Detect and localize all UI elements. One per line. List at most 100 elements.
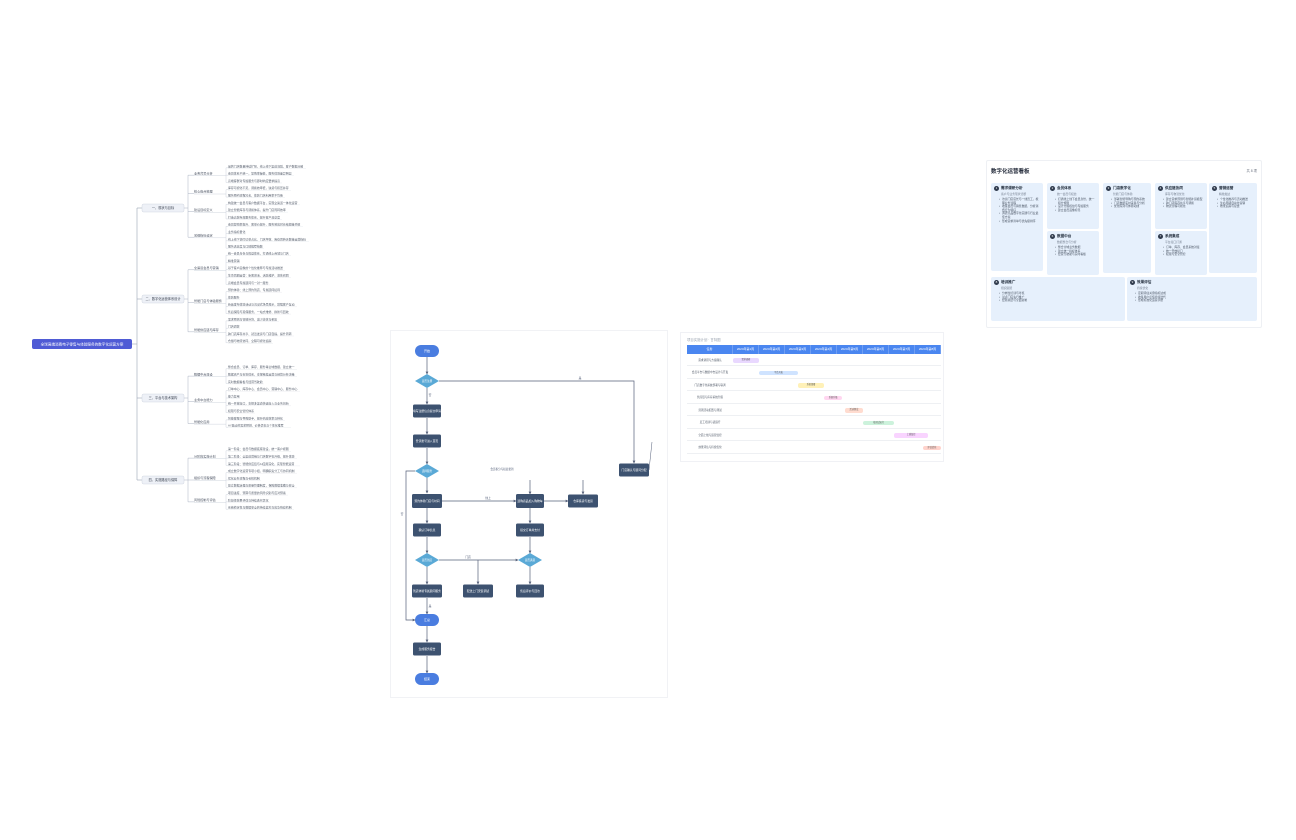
flow-end[interactable] <box>415 673 439 685</box>
flow-join-label: 汇总 <box>424 617 430 622</box>
gantt-row[interactable]: 员工培训与试运行 培训试运行 <box>687 418 941 429</box>
mindmap-branch-label: 四、实施路径与保障 <box>149 477 178 482</box>
gantt-task-label: 员工培训与试运行 <box>699 421 721 424</box>
gantt-bar[interactable]: 平台开发 <box>759 370 798 375</box>
kanban-card-item: 收集会员与销售数据，分析消费行为特征 <box>999 204 1040 212</box>
gantt-bar[interactable]: 需求调研 <box>733 358 759 363</box>
flow-decision-visit[interactable] <box>415 553 439 567</box>
mindmap-leaf: 数据资产与标签体系，支撑精准运营与经营分析决策 <box>228 372 295 377</box>
kanban-card-item: 经验总结与全面复制 <box>999 299 1122 303</box>
kanban-card-title: 供应链协同 <box>1165 186 1183 190</box>
flow-report-node-label: 生成服务报告 <box>419 647 436 651</box>
kanban-card[interactable]: 7 系统集成 平台接口打通 订单、库存、会员系统对接统一开放接口权限与安全管控 <box>1155 231 1207 275</box>
flow-delivery-node[interactable] <box>463 584 493 598</box>
flow-store-node[interactable] <box>619 463 649 477</box>
mindmap-leaf: 能力复用 <box>228 393 240 398</box>
kanban-card-item: 调研竞品数字化实践与行业最佳方案 <box>999 212 1040 219</box>
mindmap-leaf: 项目进度、预算与质量的风险识别与应对预案 <box>228 490 286 495</box>
mindmap-leaf: 业务指标量化 <box>228 229 245 234</box>
flow-experience-node[interactable] <box>412 584 442 598</box>
kanban-card[interactable]: 8 培训推广 组织赋能 分岗位培训与考核试点门店先行推广经验总结与全面复制 <box>991 277 1125 321</box>
kanban-card-subtitle: 数据整合与分析 <box>1057 240 1077 244</box>
flow-warehouse-node[interactable] <box>568 494 598 508</box>
flow-register-node-label: 填写注册信息提交申请 <box>413 409 441 413</box>
kanban-card-list: 订单、库存、会员系统对接统一开放接口权限与安全管控 <box>1158 245 1204 257</box>
flow-review-node[interactable] <box>516 584 544 598</box>
gantt-bar[interactable]: 系统部署 <box>798 383 824 388</box>
flow-confirm-node[interactable] <box>413 523 441 537</box>
flow-cart-node[interactable] <box>516 494 544 508</box>
mindmap-leaf: 系统稳定性与数据安全的持续监控与应急响应机制 <box>228 505 292 510</box>
mindmap-leaf: 跨门店库存共享、就近发货与门店自提，提升周转 <box>228 331 292 336</box>
kanban-card[interactable]: 3 门店数字化 智能门店与体验 部署智能导购与预约系统门店数据实时采集与分析优化… <box>1103 183 1151 273</box>
gantt-row[interactable]: 需求调研与方案确认 需求调研 <box>687 355 941 366</box>
gantt-row[interactable]: 效果评估与持续优化评估优化 <box>687 443 941 454</box>
kanban-card[interactable]: 2 会员体系 统一会员与权益 打通线上线下会员身份，统一积分规则设计分级权益与专… <box>1047 183 1099 229</box>
kanban-card-number: 4 <box>1158 186 1163 191</box>
mindmap-topic: 全渠道会员与营销 <box>194 265 219 270</box>
mindmap-branch-label: 三、平台与技术架构 <box>149 395 178 400</box>
flow-reserve-node[interactable] <box>412 494 442 508</box>
flow-edge-label: 否 <box>401 512 404 516</box>
mindmap-leaf: 线上线下协同订单占比、门店坪效、库存周转天数等运营指标 <box>228 236 306 241</box>
kanban-card-number: 3 <box>1106 186 1111 191</box>
kanban-card-header: 7 系统集成 <box>1158 234 1204 239</box>
gantt-row[interactable]: 门店数字化系统部署与联调系统部署 <box>687 380 941 391</box>
gantt-bar[interactable]: 上线监控 <box>894 433 928 438</box>
flow-decision-service[interactable] <box>415 464 439 478</box>
mindmap-leaf: 构建统一会员与客户数据平台，实现全渠道一体化运营 <box>228 200 297 205</box>
flowchart-panel <box>390 330 668 698</box>
flow-login-node[interactable] <box>413 434 441 448</box>
gantt-header-cell: 2024年第4周 <box>811 345 837 354</box>
kanban-card-subtitle: 平台接口打通 <box>1165 240 1182 244</box>
gantt-row[interactable]: 供应链与库存系统升级系统升级 <box>687 393 941 404</box>
flow-end-label: 结束 <box>424 676 430 681</box>
kanban-card[interactable]: 1 需求调研分析 客户与业务现状诊断 访谈门店店长与一线员工，梳理业务流程收集会… <box>991 183 1043 271</box>
kanban-card-subtitle: 客户与业务现状诊断 <box>1001 192 1027 196</box>
gantt-bar[interactable]: 系统升级 <box>824 395 843 400</box>
mindmap-topic: 数据中台建设 <box>194 371 213 376</box>
flow-register-node[interactable] <box>413 404 441 418</box>
gantt-row[interactable]: 会员平台与数据中台设计与开发平台开发 <box>687 368 941 379</box>
flow-decision-satisfied[interactable] <box>518 553 542 567</box>
kanban-card-number: 8 <box>994 280 999 285</box>
mindmap-topic: 分阶段实施计划 <box>194 453 216 458</box>
gantt-task-label: 需求调研与方案确认 <box>698 358 722 362</box>
kanban-card-list: 定期评估关键指标达成收集用户反馈持续迭代形成标准化运营手册 <box>1130 291 1254 303</box>
mindmap-leaf: 仓储与物流协同，全程可视化追踪 <box>228 338 271 343</box>
flow-decision-register[interactable] <box>415 374 439 388</box>
kanban-card[interactable]: 6 数据中台 数据整合与分析 整合全域业务数据建立统一指标体系经营驾驶舱与实时看… <box>1047 231 1099 275</box>
kanban-card-number: 1 <box>994 186 999 191</box>
kanban-card-header: 1 需求调研分析 <box>994 186 1040 191</box>
flow-edge-label: 否 <box>429 393 432 397</box>
gantt-bar[interactable]: 评估优化 <box>922 445 941 450</box>
mindmap-leaf: 售后保障与延保服务，一站式维修、换新与回收 <box>228 309 289 314</box>
mindmap-root[interactable] <box>32 339 132 349</box>
flow-pay-node[interactable] <box>516 523 544 537</box>
mindmap-leaf: 成立数字化运营专项小组，明确职责分工与协同机制 <box>228 468 295 473</box>
kanban-card[interactable]: 5 营销运营 精准触达 个性化推荐与活动推送生命周期自动化营销效果追踪与复盘 <box>1209 183 1257 273</box>
mindmap-leaf: 打造高端专属服务体系，提升客户满意度 <box>228 214 280 219</box>
kanban-card-item: 经营驾驶舱与实时看板 <box>1055 253 1096 257</box>
gantt-task-label: 营销活动配置与测试 <box>698 408 722 412</box>
gantt-row[interactable]: 营销活动配置与测试 活动测试 <box>687 405 941 416</box>
kanban-card-list: 部署智能导购与预约系统门店数据实时采集与分析优化陈列与体验动线 <box>1106 197 1148 209</box>
mindmap-leaf: 建立数据治理与质量管理制度，保障数据准确与安全 <box>228 483 295 488</box>
kanban-card-title: 需求调研分析 <box>1001 186 1023 190</box>
kanban-card[interactable]: 9 效果评估 持续优化 定期评估关键指标达成收集用户反馈持续迭代形成标准化运营手… <box>1127 277 1257 321</box>
flow-join[interactable] <box>415 614 439 626</box>
kanban-card[interactable]: 4 供应链协同 库存与物流优化 建立需求预测与智能补货模型跨门店库存共享与调拨物… <box>1155 183 1207 229</box>
gantt-bar[interactable]: 活动测试 <box>844 408 863 413</box>
gantt-row[interactable]: 全面上线与运营监控上线监控 <box>687 430 941 441</box>
gantt-header-cell: 2024年第8周 <box>915 345 941 354</box>
gantt-bar[interactable]: 培训试运行 <box>863 420 895 425</box>
flow-report-node[interactable] <box>413 642 441 656</box>
mindmap-topic: 风险控制与评估 <box>194 497 216 502</box>
mindmap-topic: 组织与流程保障 <box>194 475 216 480</box>
mindmap-leaf: 整合会员、订单、库存、服务等全域数据，建立统一 <box>228 364 295 369</box>
mindmap-topic: 智能供应链与库存 <box>194 327 219 332</box>
flow-start[interactable] <box>415 345 439 357</box>
mindmap-topic: 智能门店与体验服务 <box>194 298 222 303</box>
